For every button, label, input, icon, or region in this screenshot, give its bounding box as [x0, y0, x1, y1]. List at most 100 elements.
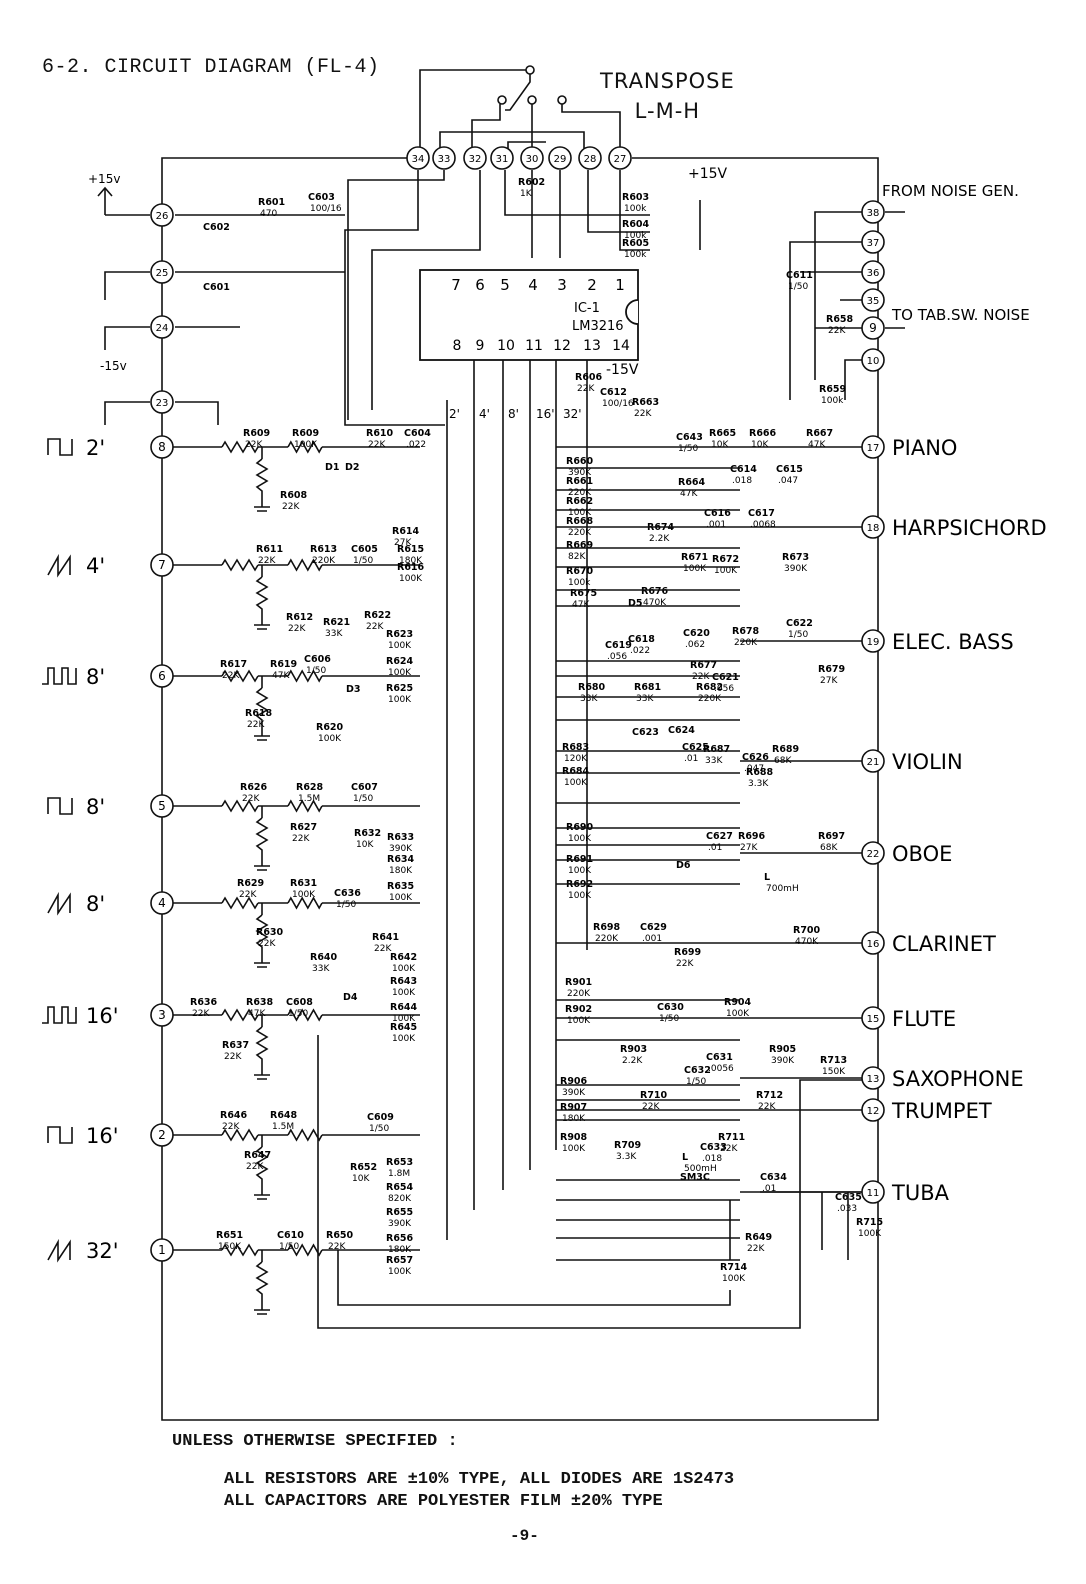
bus-label: 32'	[563, 407, 582, 421]
bus-label: 4'	[479, 407, 490, 421]
output-label: TUBA	[891, 1181, 950, 1205]
component-ref: R680	[578, 682, 606, 693]
input-row-1: 32'1	[47, 1238, 420, 1315]
ground-icon	[254, 506, 270, 512]
component-ref: R649	[745, 1232, 772, 1243]
component-ref: R682	[696, 682, 723, 693]
component-value: .01	[708, 843, 722, 853]
pin-number: 36	[867, 268, 880, 279]
series-resistor	[287, 440, 323, 454]
supply-label-neg: -15V	[606, 362, 639, 378]
ground-icon	[254, 624, 270, 630]
input-footage-label: 16'	[86, 1004, 119, 1028]
component-value: 100K	[388, 668, 412, 678]
component-value: 180K	[399, 556, 423, 566]
component-value: 220K	[312, 556, 336, 566]
component-c624: C624	[668, 725, 695, 736]
input-resistor	[221, 896, 259, 910]
input-footage-label: 8'	[86, 665, 105, 689]
component-ref: R906	[560, 1076, 588, 1087]
component-ref: D4	[343, 992, 358, 1003]
power-pin-23: 23	[150, 390, 174, 414]
input-row-2: 16'2	[47, 1123, 420, 1200]
component-value: 100K	[392, 1034, 416, 1044]
component-ref: R709	[614, 1140, 641, 1151]
input-row-6: 8'6	[42, 664, 420, 741]
top-pin-wiring	[344, 170, 701, 426]
pin-number: 24	[156, 323, 169, 334]
component-value: 390K	[388, 1219, 412, 1229]
input-row-3: 16' 3	[42, 1003, 420, 1080]
component-value: 22K	[747, 1244, 765, 1254]
component-ref: R606	[575, 372, 603, 383]
component-value: 22K	[692, 672, 710, 682]
component-ref: C614	[730, 464, 757, 475]
component-value: 100K	[726, 1009, 750, 1019]
component-ref: C617	[748, 508, 775, 519]
component-ref: C603	[308, 192, 335, 203]
shunt-resistor	[255, 914, 269, 963]
pin-number: 3	[158, 1008, 166, 1022]
component-ref: R609	[243, 428, 270, 439]
component-ref: R902	[565, 1004, 592, 1015]
noise-pin-10: 10	[861, 348, 885, 372]
component-value: 1/50	[353, 794, 373, 804]
pin-number: 17	[867, 443, 880, 454]
output-label: HARPSICHORD	[892, 516, 1047, 540]
component-ref: R666	[749, 428, 777, 439]
shunt-resistor	[255, 1146, 269, 1195]
component-value: 500mH	[684, 1164, 717, 1174]
component-ref: R635	[387, 881, 414, 892]
component-sm3c: SM3C	[680, 1172, 710, 1183]
component-ref: R656	[386, 1233, 414, 1244]
component-value: 33K	[580, 694, 598, 704]
component-c619: C619.056	[605, 640, 632, 662]
output-pin-11: 11	[861, 1180, 885, 1204]
bottom-routing	[317, 1035, 862, 1329]
noise-pin-9: 9	[861, 316, 885, 340]
component-value: 100K	[388, 641, 412, 651]
component-value: 100k	[624, 250, 647, 260]
component-value: 100K	[388, 1267, 412, 1277]
noise-pin-label: FROM NOISE GEN.	[882, 182, 1019, 200]
component-value: 390K	[568, 468, 592, 478]
component-value: 1/50	[788, 282, 808, 292]
bus-label: 16'	[536, 407, 555, 421]
input-row-8: 2'8	[47, 435, 420, 512]
component-value: .018	[702, 1154, 722, 1164]
component-value: 22K	[642, 1102, 660, 1112]
component-ref: R699	[674, 947, 701, 958]
component-value: 47K	[808, 440, 826, 450]
component-ref: R905	[769, 1044, 796, 1055]
component-value: 100K	[567, 1016, 591, 1026]
output-pin-21: 21	[861, 749, 885, 773]
output-label: CLARINET	[892, 932, 996, 956]
